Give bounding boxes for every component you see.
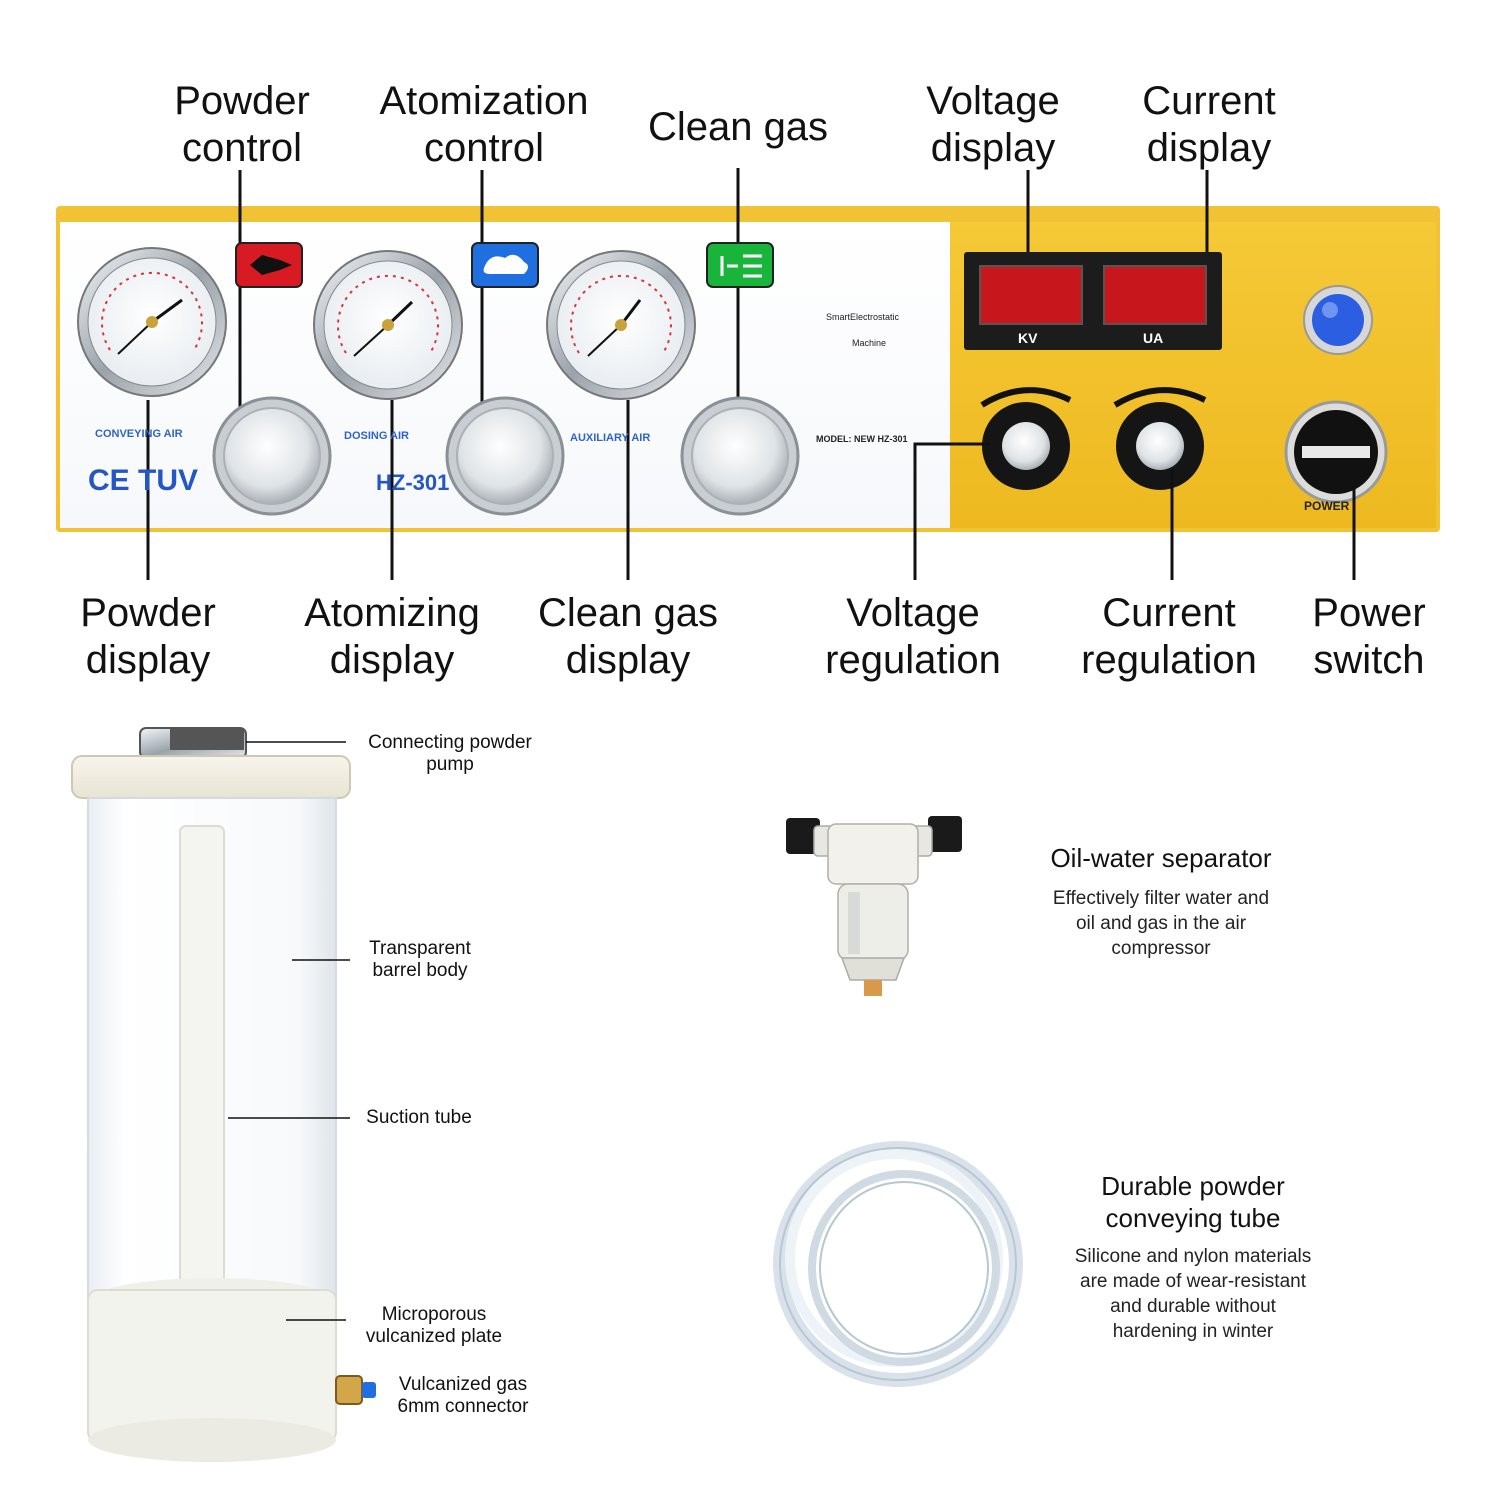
gauge-label-auxiliary-air: AUXILIARY AIR <box>570 432 651 444</box>
barrel-lid <box>71 755 351 799</box>
powder-control-knob[interactable] <box>212 396 332 516</box>
power-switch-dial[interactable] <box>1284 400 1388 504</box>
separator-title: Oil-water separator <box>1050 843 1272 873</box>
powder-barrel <box>71 727 376 1462</box>
gauge-label-conveying-air: CONVEYING AIR <box>95 428 183 440</box>
display-housing <box>964 252 1222 350</box>
gas-connector <box>335 1375 376 1405</box>
leader-voltage-regulation <box>913 442 990 580</box>
current-display-screen <box>1103 265 1207 325</box>
powder-conveying-tube <box>773 1141 1023 1387</box>
atomization-control-icon <box>471 242 539 288</box>
gauge-label-dosing-air: DOSING AIR <box>344 430 409 442</box>
voltage-display-screen <box>979 265 1083 325</box>
clean-gas-knob[interactable] <box>680 396 800 516</box>
voltage-regulation-knob[interactable] <box>980 387 1072 490</box>
model-line: MODEL: NEW HZ-301 <box>816 434 908 444</box>
unit-kv: KV <box>1018 330 1038 346</box>
power-text: POWER <box>1304 499 1350 513</box>
dosing-air-gauge <box>313 250 463 400</box>
current-regulation-knob[interactable] <box>1113 387 1207 490</box>
conveying-air-gauge <box>77 247 227 397</box>
bottom-leader-lines <box>146 400 1356 580</box>
barrel-leader-lines <box>228 741 350 1321</box>
model-badge: HZ-301 <box>376 470 450 495</box>
auxiliary-air-gauge <box>546 250 696 400</box>
certification-marks: CE TUV <box>88 464 199 497</box>
atomization-control-knob[interactable] <box>445 396 565 516</box>
clean-gas-icon <box>706 242 774 288</box>
unit-ua: UA <box>1143 330 1164 346</box>
suction-tube <box>179 825 225 1297</box>
brand-line-1: SmartElectrostatic <box>826 312 900 322</box>
power-indicator-light <box>1303 285 1373 355</box>
label-clean-gas: Clean gas <box>647 105 829 149</box>
powder-control-icon <box>235 242 303 288</box>
brand-line-2: Machine <box>852 338 887 348</box>
callout-suction-tube: Suction tube <box>366 1107 472 1128</box>
oil-water-separator <box>786 816 962 996</box>
